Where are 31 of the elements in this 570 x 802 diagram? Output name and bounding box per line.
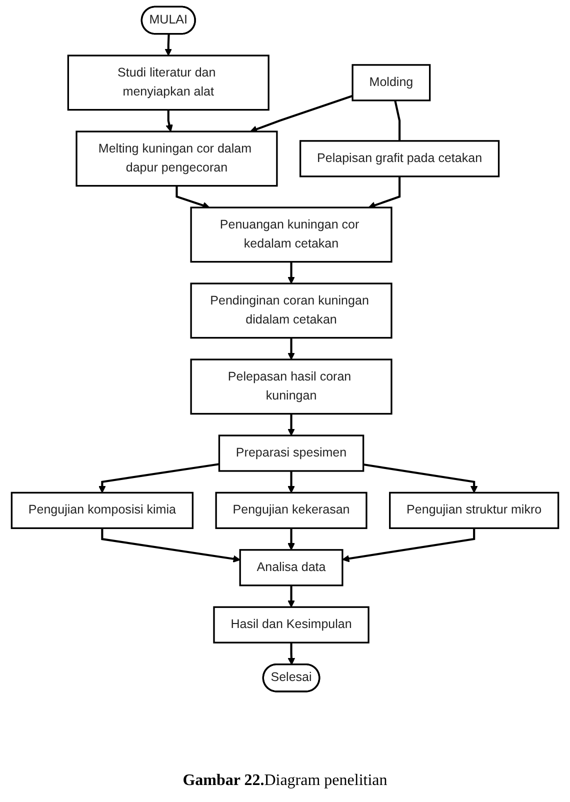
arrow xyxy=(288,338,295,360)
arrow xyxy=(288,642,296,666)
arrow xyxy=(342,528,476,562)
node-box: Molding xyxy=(352,64,431,102)
arrow xyxy=(363,463,478,494)
arrow xyxy=(98,463,220,494)
arrow xyxy=(288,262,295,284)
node-box: Pengujian struktur mikro xyxy=(389,492,560,530)
connector xyxy=(394,100,401,141)
arrow xyxy=(176,186,210,209)
arrow xyxy=(164,34,172,56)
node-box: Pengujian komposisi kimia xyxy=(10,492,194,530)
node-box: Hasil dan Kesimpulan xyxy=(213,606,370,644)
node-box: Pengujian kekerasan xyxy=(215,492,368,530)
arrow xyxy=(101,528,240,563)
node-box: Studi literatur dan menyiapkan alat xyxy=(67,54,270,111)
node-box: Melting kuningan cor dalam dapur pengecoran xyxy=(76,130,278,187)
figure-caption: Gambar 22.Diagram penelitian xyxy=(182,772,388,789)
node-box: Penuangan kuningan cor kedalam cetakan xyxy=(190,206,392,263)
node-box: Pelapisan grafit pada cetakan xyxy=(299,140,500,178)
node-box: Preparasi spesimen xyxy=(218,434,364,472)
arrow xyxy=(250,94,353,133)
arrow xyxy=(288,528,295,550)
node-box: Analisa data xyxy=(239,549,344,586)
arrow xyxy=(288,414,295,436)
arrow xyxy=(166,110,173,132)
node-box: Pendinginan coran kuningan didalam cetakan xyxy=(190,282,392,339)
node-box: Pelepasan hasil coran kuningan xyxy=(190,358,392,415)
arrow xyxy=(368,176,401,209)
arrow xyxy=(288,585,295,608)
arrow xyxy=(288,470,295,494)
